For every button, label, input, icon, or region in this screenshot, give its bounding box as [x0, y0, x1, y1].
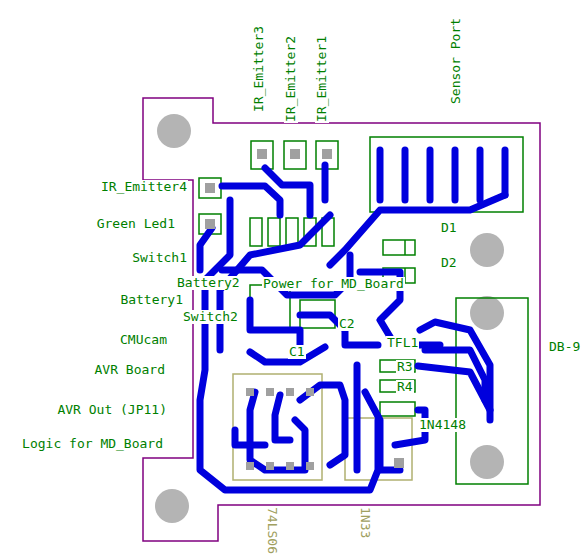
mounting-holes	[155, 114, 504, 523]
chip-outlines	[233, 374, 412, 480]
part-label: Logic for MD_Board	[21, 437, 164, 451]
part-label: IR_Emitter3	[252, 25, 266, 113]
copper-traces	[200, 150, 505, 490]
part-label: TFL1	[386, 336, 419, 350]
part-label: C1	[288, 345, 306, 359]
part-label: IR_Emitter2	[284, 35, 298, 123]
part-label: DB-9	[548, 340, 581, 354]
part-label: Battery1	[119, 293, 184, 307]
part-label: 1N4148	[418, 418, 467, 432]
part-label: IR_Emitter4	[100, 180, 188, 194]
part-label: Sensor Port	[449, 17, 463, 105]
part-label: Battery2	[176, 276, 241, 290]
part-label: R4	[396, 380, 414, 394]
part-label: CMUcam	[119, 333, 168, 347]
part-label: C2	[338, 317, 356, 331]
part-label: AVR Out (JP11)	[56, 403, 168, 417]
part-label: R3	[396, 360, 414, 374]
part-label: Green Led1	[96, 217, 176, 231]
part-label: 1N33	[358, 506, 372, 539]
board-outline	[143, 98, 540, 541]
part-label: 74LS06	[265, 506, 279, 555]
component-outlines	[199, 137, 528, 484]
part-label: Switch1	[131, 251, 188, 265]
part-label: IR_Emitter1	[315, 35, 329, 123]
part-label: Switch2	[182, 310, 239, 324]
part-label: D2	[440, 256, 458, 270]
part-label: AVR Board	[94, 363, 166, 377]
part-label: D1	[440, 221, 458, 235]
part-label: Power for MD_Board	[262, 277, 405, 291]
